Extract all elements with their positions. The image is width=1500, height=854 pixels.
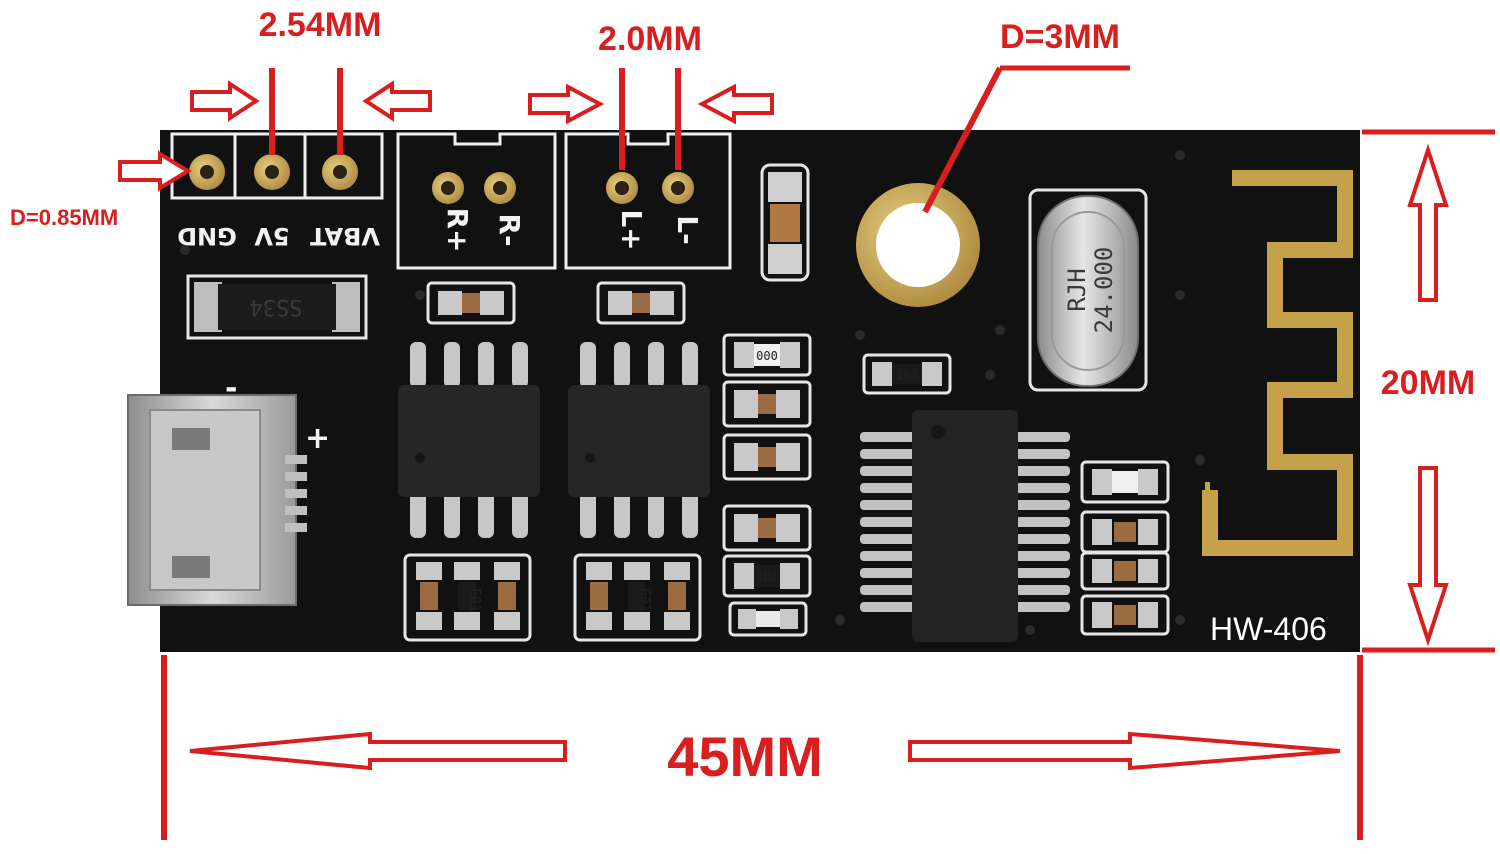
pin-label-vbat: VBAT [309, 222, 380, 250]
arrow-right-icon [528, 83, 605, 125]
terminal-label-r-plus: R+ [441, 207, 474, 252]
pin-label-5v: 5V [254, 222, 290, 250]
dimension-annotations: 2.54MM 2.0MM D=3MM D=0.85MM 20MM 45MM [10, 6, 1495, 840]
pin-pitch-label: 2.54MM [259, 6, 382, 44]
right-terminal-pads: R+ R- [432, 172, 526, 253]
schottky-diode: SS34 [186, 274, 368, 340]
arrow-left-icon [189, 731, 567, 771]
pad-diameter-label: D=0.85MM [10, 205, 118, 230]
header-pads [189, 154, 358, 190]
crystal-oscillator: RJH 24.000 [1028, 188, 1148, 392]
board-height-label: 20MM [1381, 364, 1475, 402]
electrolytic-cap [760, 163, 810, 282]
left-terminal-pads: L+ L- [606, 172, 704, 251]
bottom-passives-right: E01 [403, 553, 532, 642]
resistor-marking-e01-right: E01 [467, 588, 482, 611]
vias [180, 150, 1205, 635]
terminal-pitch-label: 2.0MM [598, 20, 702, 58]
amplifier-ic-left [568, 342, 710, 538]
micro-usb-connector: - + [127, 371, 330, 606]
amplifier-ic-right [398, 342, 540, 538]
pin-label-gnd: GND [177, 222, 237, 250]
right-passives [1080, 460, 1170, 636]
arrow-right-icon [118, 150, 192, 192]
small-capacitors-top [426, 281, 686, 325]
usb-polarity-plus: + [305, 421, 330, 456]
terminal-label-l-minus: L- [671, 215, 704, 244]
hole-leader-diagonal [922, 66, 1003, 214]
arrow-right-icon [908, 731, 1341, 771]
board-length-label: 45MM [667, 725, 823, 788]
bottom-passives-left: E01 [573, 553, 702, 642]
arrow-left-icon [697, 83, 774, 125]
resistor-marking-e01-left: E01 [637, 588, 652, 611]
board-model-label: HW-406 [1210, 611, 1327, 647]
arrow-left-icon [362, 80, 432, 122]
middle-passives: 000 102 [722, 333, 812, 637]
resistor-marking-102: 102 [756, 570, 778, 584]
resistor-103: 103 [862, 353, 952, 395]
pcb-antenna [1202, 170, 1353, 556]
terminal-label-r-minus: R- [493, 213, 526, 246]
diode-marking: SS34 [250, 294, 303, 319]
right-terminal-outline [396, 132, 557, 270]
resistor-marking-000: 000 [756, 349, 778, 363]
bluetooth-chip [860, 410, 1070, 642]
crystal-marking-maker: RJH [1063, 268, 1091, 311]
resistor-marking-103: 103 [896, 368, 918, 382]
left-terminal-outline [564, 132, 732, 270]
mounting-hole [856, 183, 980, 307]
terminal-label-l-plus: L+ [615, 209, 648, 250]
hole-diameter-label: D=3MM [1000, 18, 1120, 56]
arrow-right-icon [190, 80, 260, 122]
usb-polarity-minus: - [225, 371, 237, 406]
arrow-down-icon [1407, 466, 1449, 647]
pin-labels: GND 5V VBAT [177, 222, 380, 250]
pcb-board: GND 5V VBAT R+ R- L+ L- SS34 [127, 130, 1360, 652]
crystal-marking-freq: 24.000 [1090, 247, 1118, 334]
arrow-up-icon [1407, 143, 1449, 302]
